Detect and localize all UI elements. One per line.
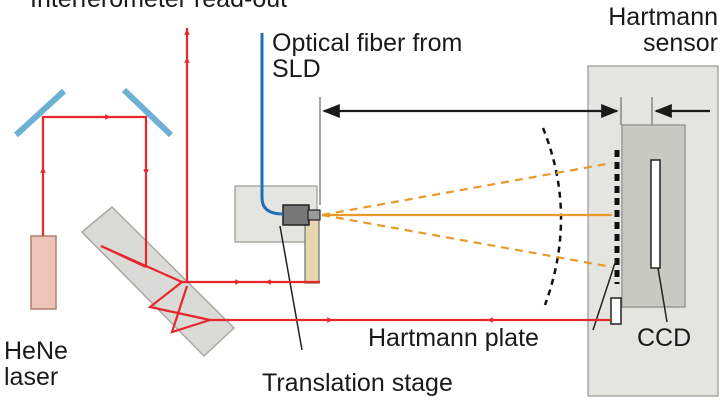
sensor-label: Hartmann sensor (608, 3, 718, 58)
ccd-chip (650, 159, 661, 269)
plate-label: Hartmann plate (368, 324, 539, 352)
hene-laser (30, 235, 57, 310)
beam-prism-zigzag (100, 244, 215, 334)
fiber-label: Optical fiber from SLD (272, 29, 463, 84)
stage-label: Translation stage (262, 369, 453, 397)
optical-fiber (260, 33, 284, 216)
reference-mirror (610, 297, 622, 325)
mirror-left (13, 88, 67, 138)
fiber-head (282, 204, 310, 226)
mirror-right (121, 87, 174, 138)
wavefront (541, 127, 563, 306)
ccd-label: CCD (637, 324, 692, 352)
laser-label: HeNe laser (4, 337, 68, 392)
interferometer-label: Interferometer read-out (30, 0, 287, 12)
beamsplitter-prism (80, 205, 236, 358)
beam-laser-up (41, 115, 148, 267)
